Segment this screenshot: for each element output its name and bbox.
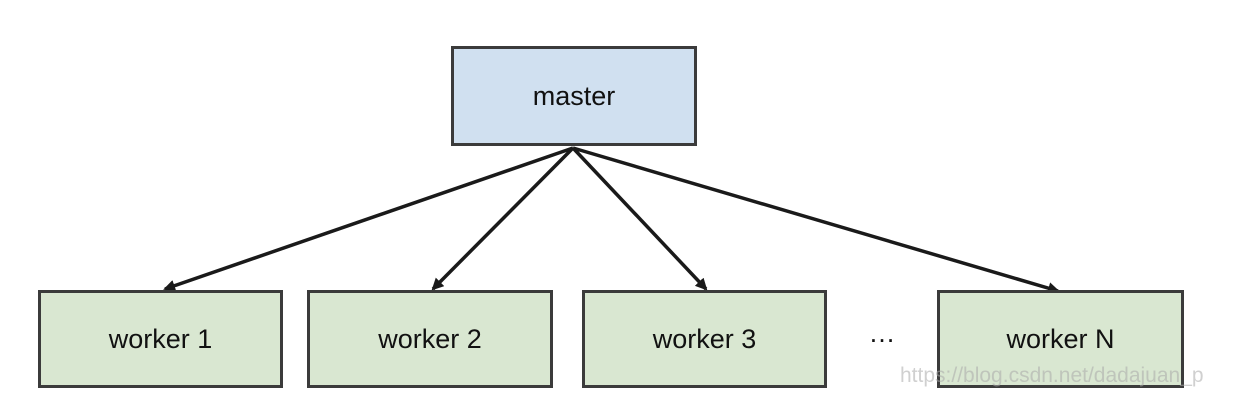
worker-2-node: worker 2: [307, 290, 553, 388]
worker-3-node: worker 3: [582, 290, 827, 388]
worker-1-node: worker 1: [38, 290, 283, 388]
edge-master-worker-n: [572, 146, 1060, 294]
worker-n-label: worker N: [1006, 323, 1115, 354]
worker-n-node: worker N: [937, 290, 1184, 388]
edge-master-worker-3: [571, 146, 708, 291]
edge-master-worker-1: [163, 146, 574, 292]
worker-2-label: worker 2: [378, 323, 482, 354]
worker-1-label: worker 1: [108, 323, 213, 354]
edge-master-worker-2: [431, 146, 575, 291]
watermark: https://blog.csdn.net/dadajuan_p: [900, 364, 1204, 387]
master-node: master: [451, 46, 697, 146]
worker-3-label: worker 3: [652, 323, 757, 354]
ellipsis: …: [868, 318, 896, 348]
master-label: master: [532, 80, 616, 111]
